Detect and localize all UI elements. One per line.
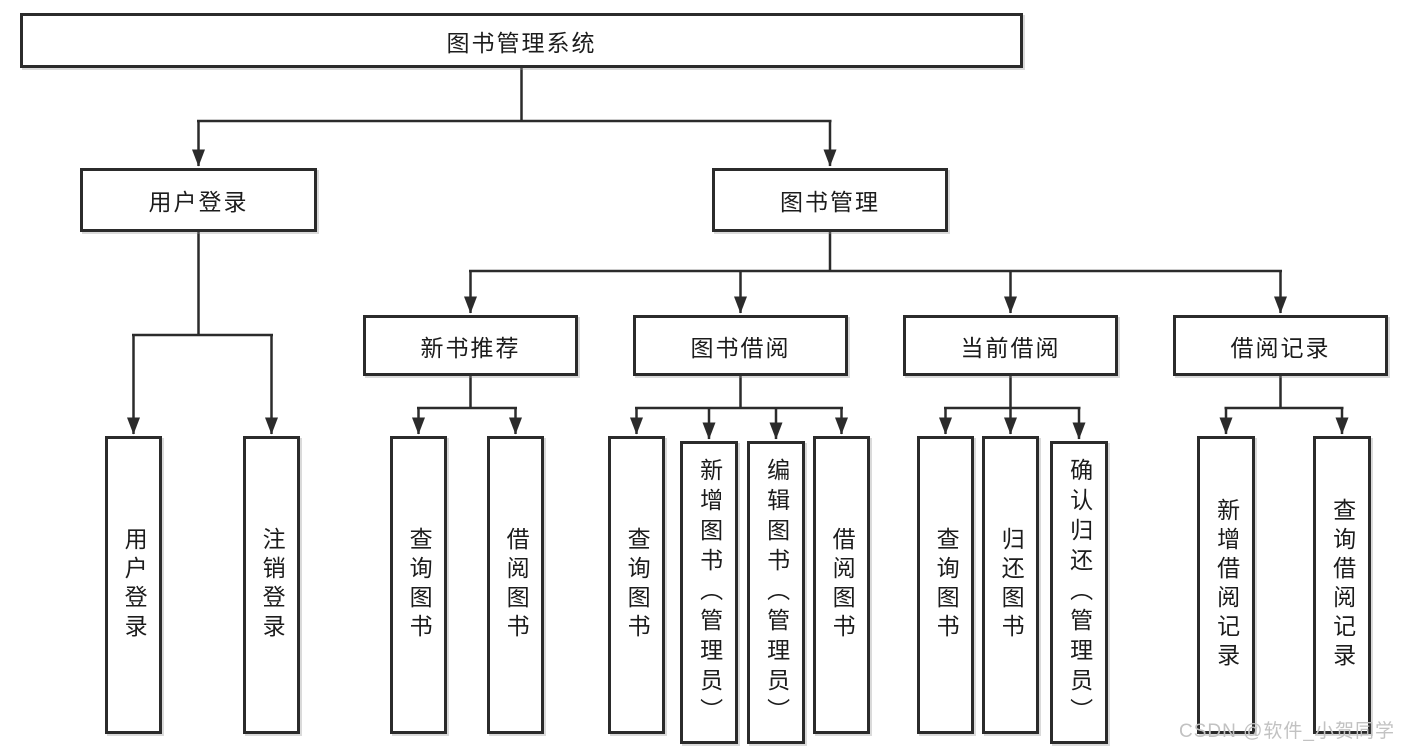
leaf-query-borrow-record-label: 查询借阅记录 [1329, 498, 1356, 672]
leaf-query-books-recommend-label: 查询图书 [406, 527, 433, 643]
leaf-query-books-borrowing: 查询图书 [608, 436, 665, 734]
node-current-borrowing-label: 当前借阅 [960, 334, 1061, 361]
node-book-management: 图书管理 [712, 168, 948, 232]
node-book-borrowing: 图书借阅 [633, 315, 848, 376]
leaf-edit-book-admin-label: 编辑图书（管理员） [763, 457, 790, 728]
node-library-system: 图书管理系统 [20, 13, 1023, 68]
leaf-add-borrow-record-label: 新增借阅记录 [1213, 498, 1240, 672]
leaf-confirm-return-admin-label: 确认归还（管理员） [1066, 457, 1093, 728]
node-book-borrowing-label: 图书借阅 [690, 334, 791, 361]
leaf-query-books-current-label: 查询图书 [933, 527, 960, 643]
leaf-return-books-label: 归还图书 [998, 527, 1025, 643]
leaf-borrow-books-borrowing-label: 借阅图书 [829, 527, 856, 643]
node-new-book-recommend-label: 新书推荐 [420, 334, 521, 361]
leaf-add-book-admin-label: 新增图书（管理员） [696, 457, 723, 728]
leaf-borrow-books-borrowing: 借阅图书 [813, 436, 870, 734]
leaf-edit-book-admin: 编辑图书（管理员） [747, 441, 805, 744]
leaf-query-books-current: 查询图书 [917, 436, 974, 734]
leaf-borrow-books-recommend-label: 借阅图书 [503, 527, 530, 643]
leaf-query-books-recommend: 查询图书 [390, 436, 447, 734]
leaf-logout-label: 注销登录 [259, 527, 286, 643]
leaf-query-books-borrowing-label: 查询图书 [624, 527, 651, 643]
leaf-logout: 注销登录 [243, 436, 300, 734]
csdn-watermark: CSDN @软件_小贺同学 [1179, 721, 1395, 742]
node-borrowing-records-label: 借阅记录 [1230, 334, 1331, 361]
leaf-user-login-label: 用户登录 [121, 527, 148, 643]
leaf-confirm-return-admin: 确认归还（管理员） [1050, 441, 1108, 744]
leaf-query-borrow-record: 查询借阅记录 [1313, 436, 1371, 734]
leaf-return-books: 归还图书 [982, 436, 1039, 734]
leaf-add-book-admin: 新增图书（管理员） [680, 441, 738, 744]
node-user-login-label: 用户登录 [148, 189, 249, 215]
node-library-system-label: 图书管理系统 [446, 29, 597, 56]
node-borrowing-records: 借阅记录 [1173, 315, 1388, 376]
leaf-add-borrow-record: 新增借阅记录 [1197, 436, 1255, 734]
leaf-user-login: 用户登录 [105, 436, 162, 734]
node-user-login: 用户登录 [80, 168, 317, 232]
leaf-borrow-books-recommend: 借阅图书 [487, 436, 544, 734]
node-new-book-recommend: 新书推荐 [363, 315, 578, 376]
node-current-borrowing: 当前借阅 [903, 315, 1118, 376]
node-book-management-label: 图书管理 [780, 189, 880, 215]
